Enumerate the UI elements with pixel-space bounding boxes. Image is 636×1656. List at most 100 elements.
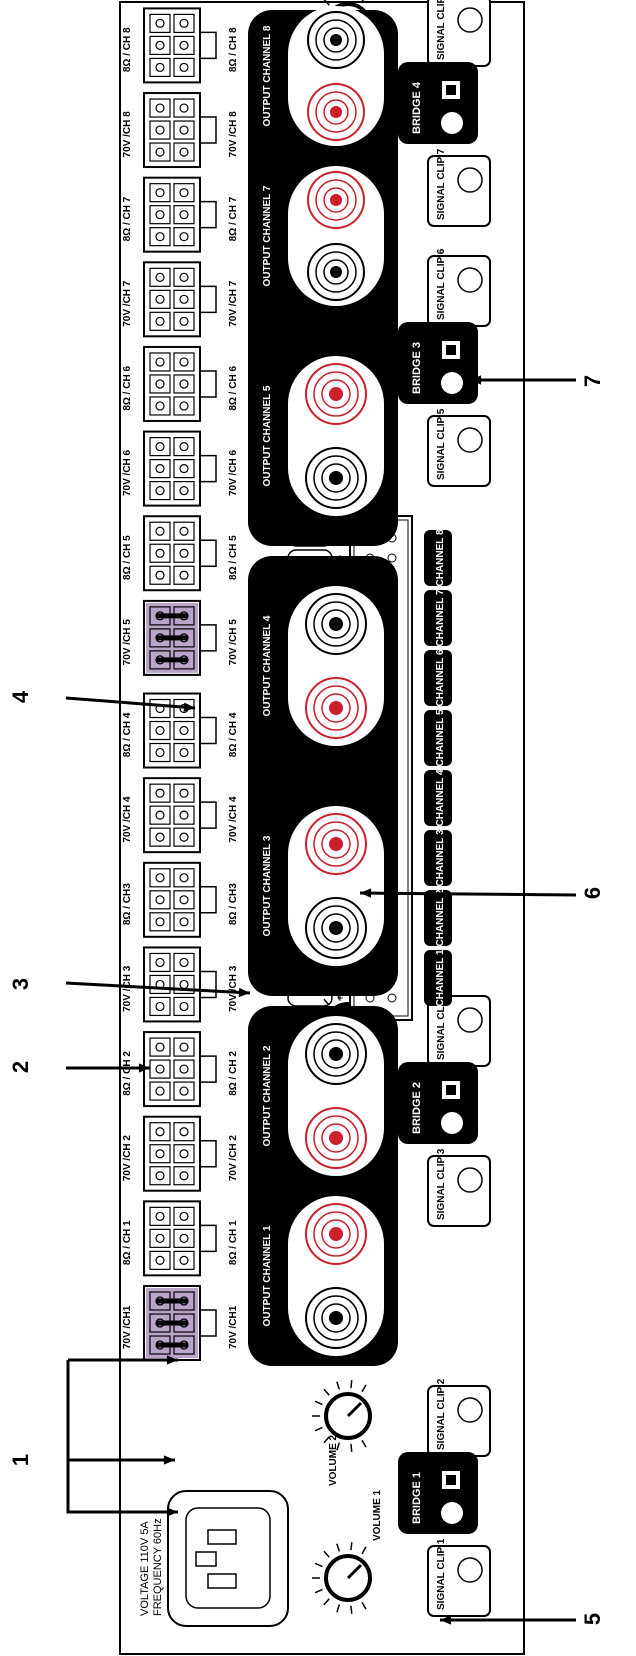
power-pin: [207, 1529, 237, 1545]
signal-clip-led: [457, 7, 483, 33]
connector-pin: [155, 294, 165, 304]
arrow-head: [138, 1063, 150, 1073]
connector-pin-cell: [173, 783, 195, 803]
volume-knob-1: [312, 1542, 372, 1614]
connector-pin-cell: [173, 480, 195, 501]
knob-tick: [361, 1384, 367, 1393]
connector-pin-cell: [173, 974, 195, 995]
output-jack: [313, 1115, 359, 1161]
bridge-label: BRIDGE 3: [411, 342, 423, 394]
output-jack-center: [329, 1131, 343, 1145]
connector-pin: [179, 1233, 189, 1243]
connector-pin-cell: [149, 352, 171, 372]
connector-pin: [155, 210, 165, 220]
volume-label-1: VOLUME 1: [372, 1489, 383, 1541]
signal-clip-led: [457, 1007, 483, 1033]
connector-pin-cell: [173, 1122, 195, 1142]
connector-label-bottom: 8Ω / CH3: [122, 883, 133, 925]
connector-pin: [155, 147, 165, 157]
connector-pin-cell: [149, 1206, 171, 1226]
signal-clip-1: SIGNAL CLIP 1: [427, 1538, 491, 1617]
connector-pin: [155, 1001, 165, 1012]
arrow-shaft: [65, 981, 251, 995]
output-jack-center: [329, 387, 343, 401]
connector-pin: [179, 1001, 189, 1012]
connector-label-top: 8Ω / CH 6: [228, 366, 239, 411]
connector-pin-cell: [149, 396, 171, 416]
arrow-head: [166, 1355, 178, 1365]
knob-tick: [314, 1562, 323, 1568]
connector-pin: [155, 103, 165, 113]
signal-clip-label: SIGNAL CLIP 6: [436, 248, 447, 320]
connector-latch: [200, 1139, 217, 1168]
connector-label-top: 8Ω / CH 1: [228, 1220, 239, 1265]
knob-tick: [361, 1601, 367, 1610]
connector-pin-cell: [173, 827, 195, 847]
connector-label-top: 70V /CH 7: [228, 280, 239, 327]
input-channel-label-6: CHANNEL 6: [435, 649, 446, 706]
output-channel-label: OUTPUT CHANNEL 5: [262, 385, 273, 486]
connector-pin-cell: [149, 13, 171, 34]
connector-latch: [200, 886, 217, 914]
input-channel-label-2: CHANNEL 2: [435, 889, 446, 946]
connector-pin: [179, 810, 189, 820]
power-pin: [207, 1573, 237, 1589]
callout-4-arrow: [65, 696, 196, 712]
connector-pin: [155, 272, 165, 282]
callout-2-arrow: [66, 1063, 150, 1073]
connector-label-bottom: 70V /CH 4: [122, 796, 133, 843]
bridge-switch-toggle: [446, 85, 456, 95]
output-jack: [315, 179, 357, 221]
connector-label-top: 8Ω / CH 4: [228, 712, 239, 757]
connector-pin: [155, 570, 165, 580]
connector-pin-cell: [173, 458, 195, 479]
connector-pin-cell: [173, 742, 195, 763]
connector-latch: [200, 801, 217, 829]
input-channel-tab-4: [424, 770, 452, 826]
knob-tick: [350, 1380, 353, 1389]
input-channel-label-3: CHANNEL 3: [435, 829, 446, 886]
connector-latch: [200, 200, 217, 229]
connector-label-top: 70V /CH 2: [228, 1135, 239, 1182]
terminal-screw: [387, 553, 397, 563]
connector-pin: [179, 18, 189, 29]
connector-latch: [200, 1055, 217, 1083]
connector-label-bottom: 8Ω / CH 8: [122, 27, 133, 72]
connector-pin-cell: [173, 868, 195, 888]
terminal-screw: [387, 993, 397, 1003]
connector-pin: [155, 40, 165, 51]
connector-pin-cell: [149, 543, 171, 563]
connector-pin: [155, 188, 165, 198]
connector-pin: [179, 379, 189, 389]
connector-pin-cell: [173, 267, 195, 287]
connector-pin-cell: [149, 565, 171, 585]
connector-label-bottom: 8Ω / CH 2: [122, 1051, 133, 1096]
knob-tick: [323, 1550, 330, 1558]
bridge-switch-toggle: [446, 1085, 456, 1095]
connector-pin-cell: [173, 374, 195, 394]
bridge-label: BRIDGE 1: [411, 1472, 423, 1524]
connector-pin: [179, 917, 189, 927]
connector-label-top: 70V /CH 8: [228, 111, 239, 158]
bridge-switch-toggle: [446, 345, 456, 355]
arrow-shaft: [359, 891, 577, 897]
connector-pin: [155, 401, 165, 411]
connector-latch: [200, 454, 217, 483]
connector-pin-cell: [149, 142, 171, 162]
connector-label-bottom: 8Ω / CH 4: [122, 712, 133, 757]
connector-latch: [200, 539, 217, 567]
callout-1-arrow-mid: [68, 1455, 175, 1465]
output-jack: [321, 379, 351, 409]
connector-pin: [155, 1171, 165, 1181]
knob-tick: [314, 1588, 323, 1594]
connector-pin-cell: [173, 805, 195, 825]
arrow-head: [166, 1507, 178, 1517]
output-jack: [323, 187, 349, 213]
connector-pin: [179, 463, 189, 474]
signal-clip-5: SIGNAL CLIP 5: [427, 408, 491, 487]
connector-pin: [155, 832, 165, 842]
signal-clip-led: [457, 267, 483, 293]
connector-pin-cell: [173, 396, 195, 416]
